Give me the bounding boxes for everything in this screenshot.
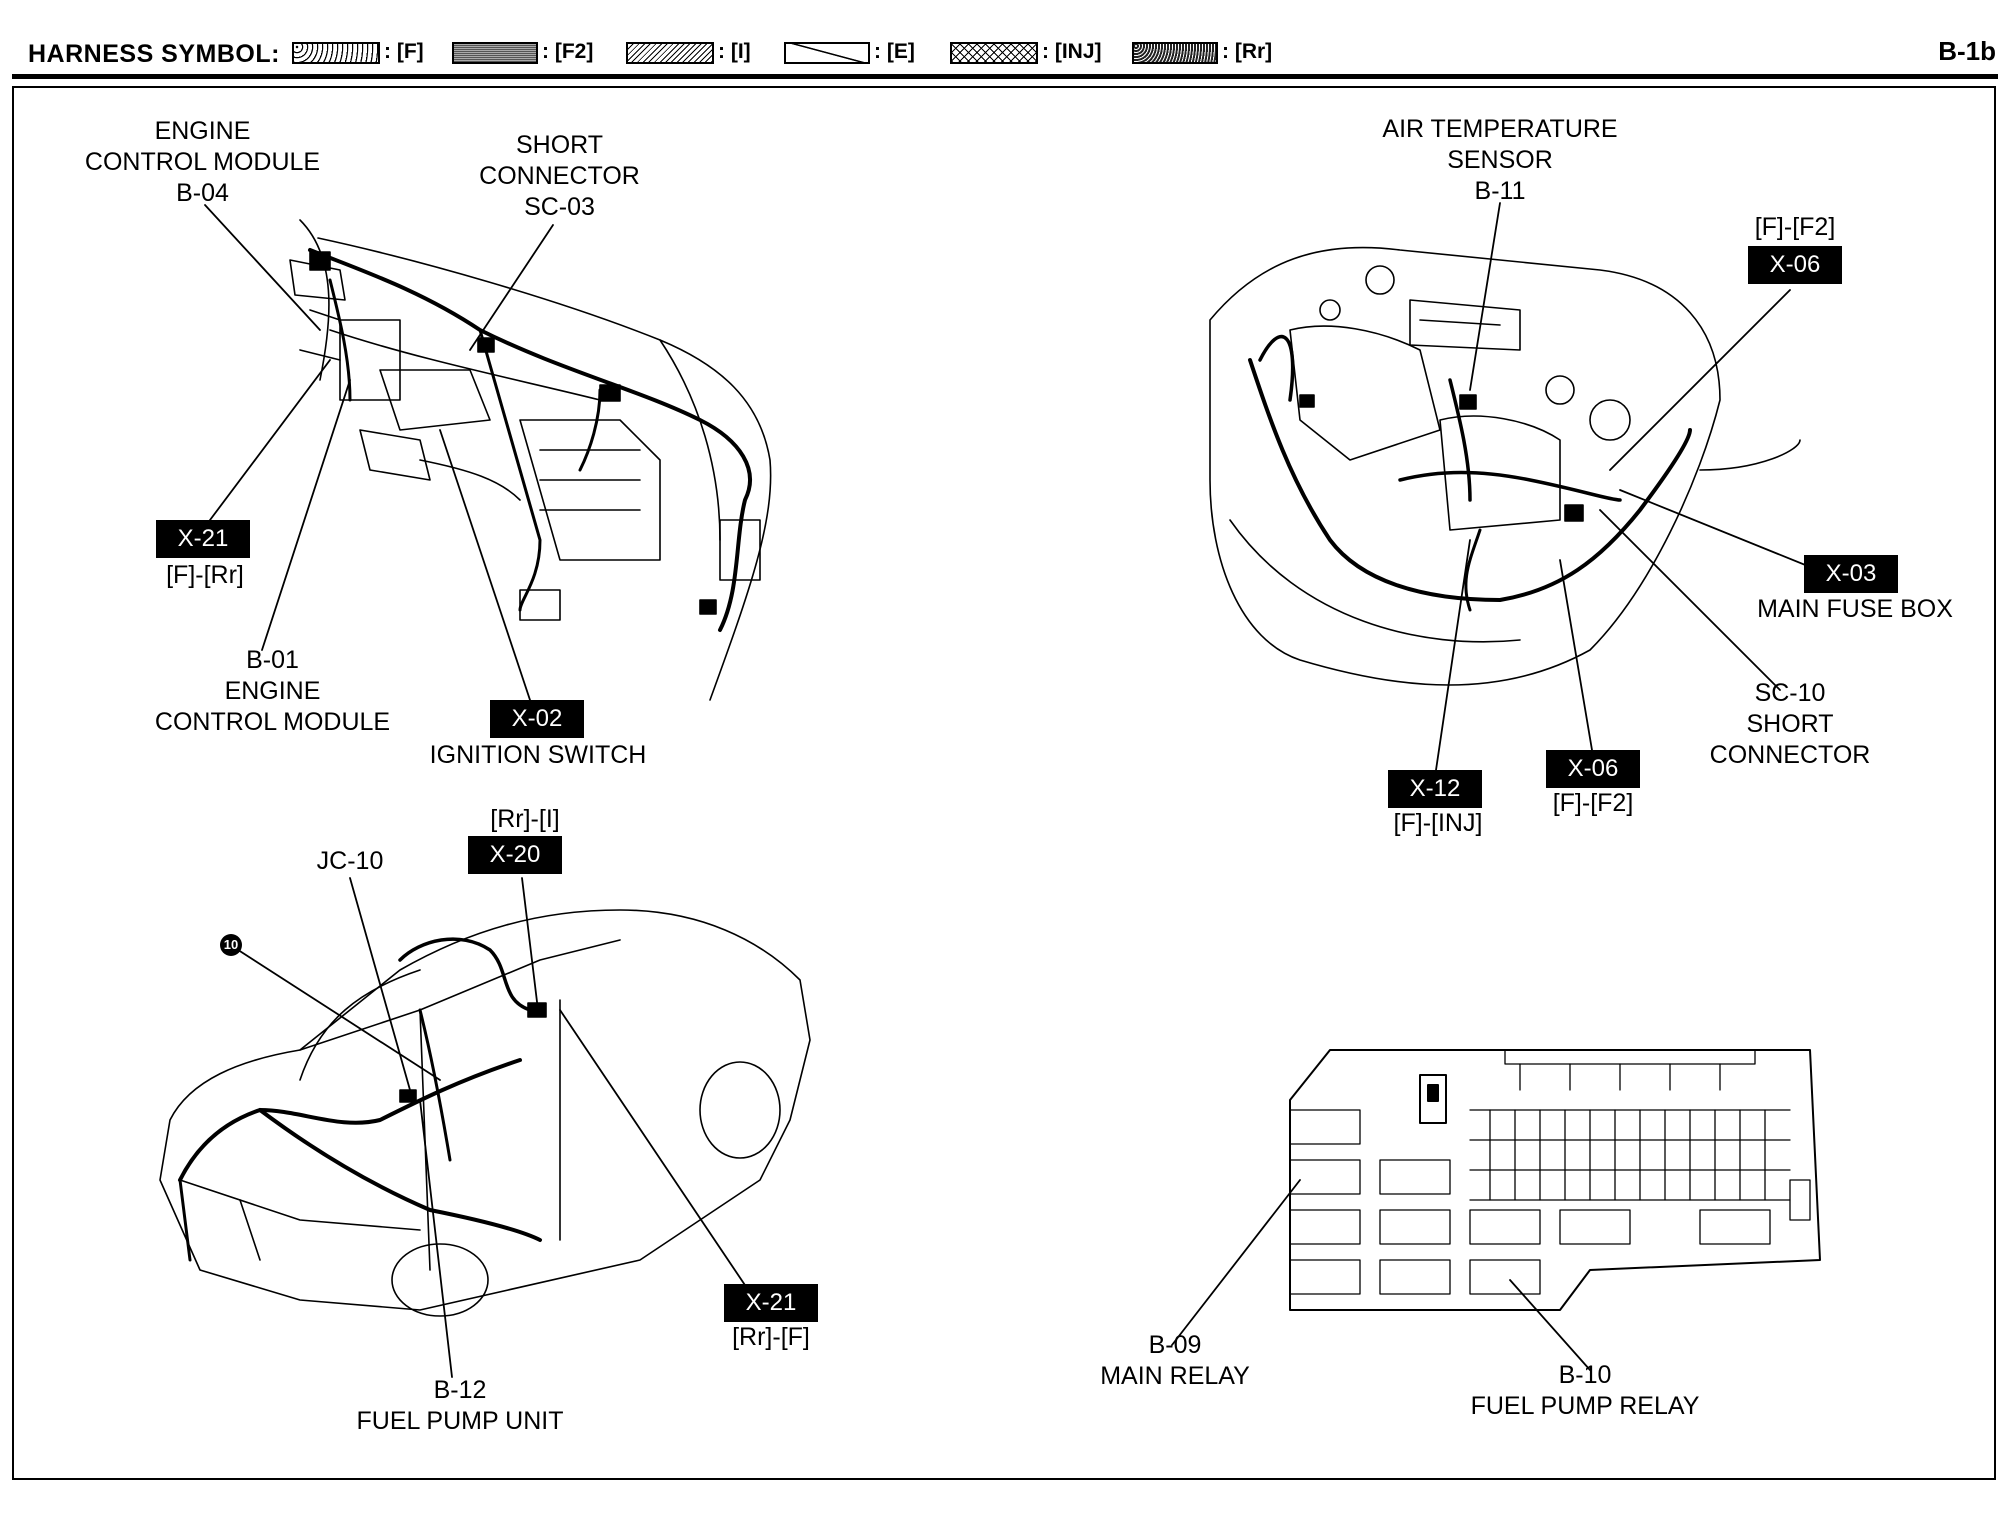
- relay-box-illustration: [1289, 1049, 1821, 1311]
- code-x21-dashboard: [F]-[Rr]: [166, 561, 244, 589]
- label-ecm-b01: B-01 ENGINE CONTROL MODULE: [154, 646, 391, 736]
- engine-bay-illustration: [1209, 246, 1801, 686]
- leader-lines: [204, 202, 1831, 1378]
- label-fuel-pump-relay: B-10 FUEL PUMP RELAY: [1470, 1361, 1700, 1420]
- connector-x20: X-20: [468, 836, 562, 874]
- dashboard-illustration: [289, 219, 772, 701]
- harness-code-f: : [F]: [384, 40, 424, 63]
- harness-symbol-rr: [1132, 42, 1218, 64]
- code-x20: [Rr]-[I]: [490, 805, 560, 833]
- connector-x06-bottom: X-06: [1546, 750, 1640, 788]
- harness-code-inj: : [INJ]: [1042, 40, 1102, 63]
- label-short-connector-sc10: SC-10 SHORT CONNECTOR: [1709, 679, 1871, 769]
- label-main-relay: B-09 MAIN RELAY: [1100, 1331, 1250, 1390]
- connector-x02: X-02: [490, 700, 584, 738]
- connector-x21-dashboard: X-21: [156, 520, 250, 558]
- diagram-frame: [12, 86, 1996, 1480]
- connector-x03: X-03: [1804, 555, 1898, 593]
- page-id: B-1b: [1938, 36, 1996, 66]
- connector-x21-rear: X-21: [724, 1284, 818, 1322]
- code-x21-rear: [Rr]-[F]: [732, 1323, 810, 1351]
- label-fuel-pump-unit: B-12 FUEL PUMP UNIT: [356, 1376, 564, 1435]
- connector-x06-top: X-06: [1748, 246, 1842, 284]
- harness-code-e: : [E]: [874, 40, 915, 63]
- label-ignition-switch: IGNITION SWITCH: [429, 741, 647, 769]
- harness-symbol-header: HARNESS SYMBOL: : [F] : [F2] : [I] : [E]…: [0, 0, 2010, 80]
- harness-symbol-inj: [950, 42, 1038, 64]
- harness-symbol-title: HARNESS SYMBOL:: [28, 40, 280, 68]
- ground-point-badge: 10: [220, 934, 242, 956]
- rear-car-illustration: [159, 909, 811, 1317]
- harness-symbol-f: [292, 42, 380, 64]
- harness-code-f2: : [F2]: [542, 40, 594, 63]
- header-rule: [12, 74, 1998, 79]
- label-short-connector-sc03: SHORT CONNECTOR SC-03: [479, 131, 640, 221]
- harness-code-rr: : [Rr]: [1222, 40, 1273, 63]
- harness-symbol-i: [626, 42, 714, 64]
- label-main-fuse-box: MAIN FUSE BOX: [1757, 595, 1953, 623]
- harness-symbol-e: [784, 42, 870, 64]
- code-x06-bottom: [F]-[F2]: [1552, 789, 1634, 817]
- label-ecm-b04: ENGINE CONTROL MODULE B-04: [84, 117, 321, 207]
- label-air-temp-sensor: AIR TEMPERATURE SENSOR B-11: [1382, 115, 1618, 205]
- code-x12: [F]-[INJ]: [1393, 809, 1483, 837]
- harness-code-i: : [I]: [718, 40, 751, 63]
- junction-jc10: JC-10: [316, 847, 384, 875]
- code-x06-top: [F]-[F2]: [1754, 213, 1836, 241]
- connector-x12: X-12: [1388, 770, 1482, 808]
- harness-symbol-f2: [452, 42, 538, 64]
